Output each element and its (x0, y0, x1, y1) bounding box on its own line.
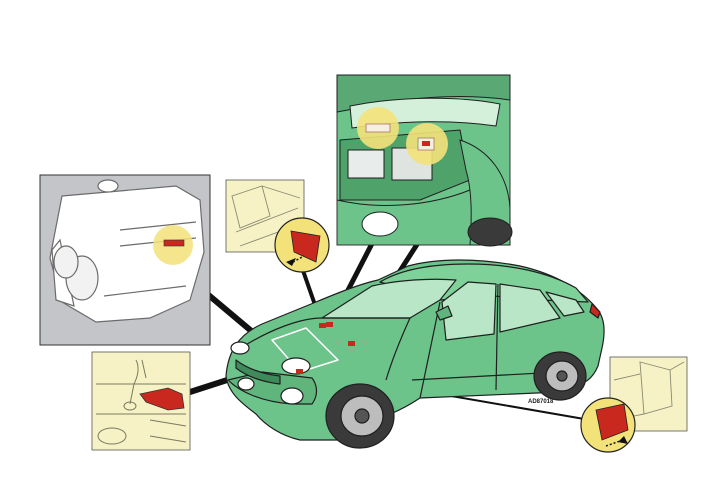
windscreen-label-tag (290, 230, 321, 263)
car-illustration (225, 259, 605, 449)
fog-light-left (237, 377, 255, 391)
marker-engine-bay-label-2 (348, 341, 355, 346)
figure-code: AD87018 (528, 399, 554, 405)
bonnet-latch-icon (96, 359, 187, 445)
rear-door-line (495, 283, 499, 391)
bonnet-latch-lever (139, 387, 185, 411)
door-pillar-panel (580, 356, 688, 453)
bonnet-latch-panel (91, 351, 191, 451)
front-side-window (441, 281, 497, 341)
marker-engine-block-label (296, 369, 303, 374)
rear-wheel (533, 351, 587, 401)
fog-light-right (280, 387, 304, 405)
windscreen-detail-panel (225, 179, 330, 273)
front-door-line (419, 301, 441, 399)
door-pillar-arrow-icon (605, 436, 628, 447)
engine-block-icon (49, 179, 205, 323)
rear-side-window (499, 283, 561, 333)
engine-bay-panel (336, 74, 513, 247)
headlight-left (230, 341, 250, 355)
door-pillar-label-tag (595, 403, 629, 441)
rear-quarter-window (545, 291, 585, 317)
windscreen-arrow-icon (286, 255, 305, 266)
marker-windscreen-label (319, 323, 326, 328)
engine-block-label-plate (163, 239, 185, 247)
engine-bay-label-plate-1 (365, 123, 391, 133)
bonnet-line (243, 317, 411, 381)
engine-block-panel (39, 174, 211, 346)
tail-light (589, 303, 601, 319)
door-mirror (435, 305, 453, 321)
marker-engine-bay-label-1 (326, 322, 333, 327)
windscreen-glass (321, 278, 457, 319)
grille (235, 359, 281, 385)
front-wheel (325, 383, 395, 449)
